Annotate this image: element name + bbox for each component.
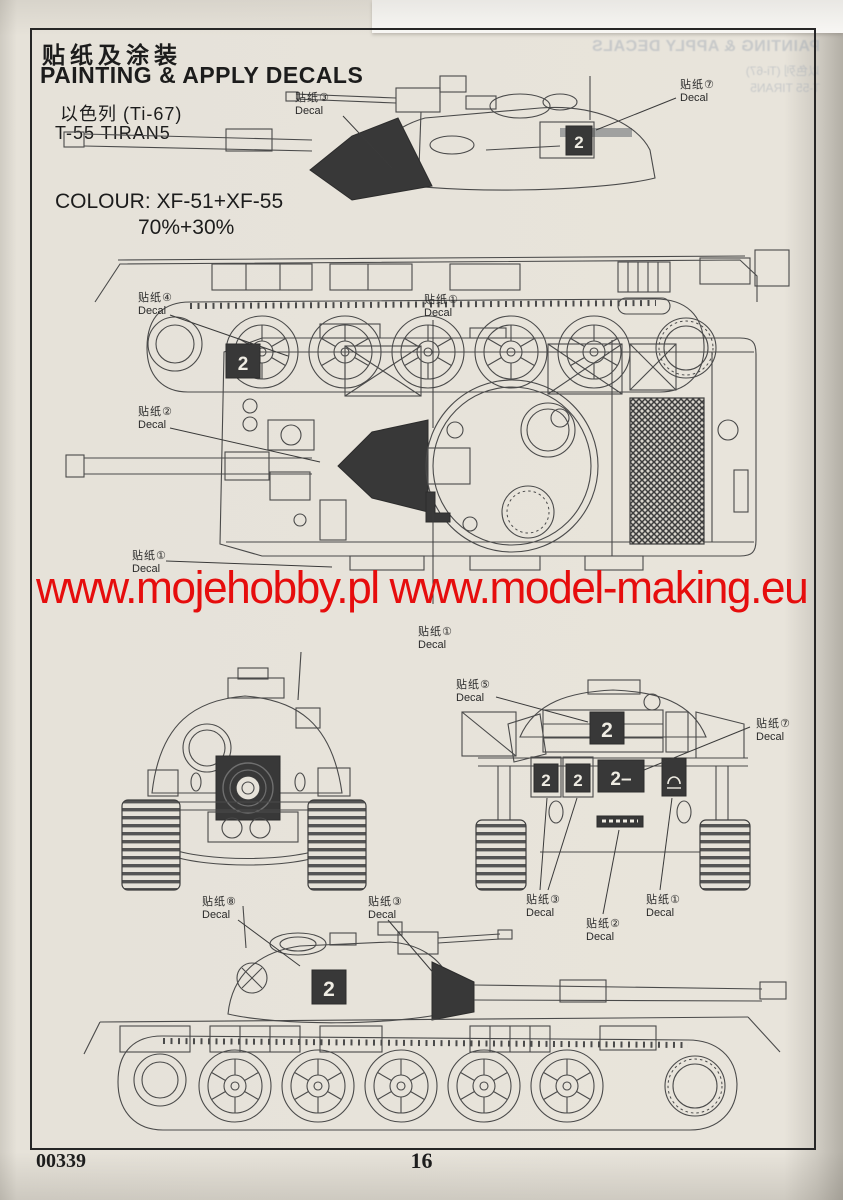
decal-number: 贴纸② xyxy=(138,406,173,418)
decal-word: Decal xyxy=(132,563,161,576)
callout-leader-lines xyxy=(165,97,751,977)
tank-side-view-top: 2 xyxy=(63,75,790,393)
decal-number: 贴纸⑧ xyxy=(202,896,237,908)
decal-number: 贴纸① xyxy=(646,894,681,906)
tank-front-view xyxy=(121,651,367,891)
plan-decal1-mark xyxy=(425,491,451,523)
decal-word: Decal xyxy=(138,305,167,318)
decal-word: Decal xyxy=(295,105,324,118)
decal-word: Decal xyxy=(680,92,709,105)
decal-number: 贴纸① xyxy=(132,550,167,562)
mantlet-cover-side-bottom xyxy=(431,961,475,1021)
mantlet-cover-plan xyxy=(337,419,429,513)
mantlet-cover-side-top xyxy=(309,117,433,201)
scan-white-strip xyxy=(372,0,843,33)
colour-mix-line1: COLOUR: XF-51+XF-55 xyxy=(55,190,284,213)
decal-word: Decal xyxy=(424,307,453,320)
decal-number: 贴纸① xyxy=(418,626,453,638)
decal-number: 贴纸⑦ xyxy=(756,718,791,730)
kit-number: 00339 xyxy=(36,1150,86,1172)
decal-word: Decal xyxy=(202,909,231,922)
tank-side-view-bottom: 2 xyxy=(83,905,787,1131)
decal-number: 贴纸① xyxy=(424,294,459,306)
tank-plan-view: 2 xyxy=(65,323,757,571)
showthrough-smudge xyxy=(560,128,632,137)
decal-number: 贴纸② xyxy=(586,918,621,930)
decal-word: Decal xyxy=(456,692,485,705)
decal-number: 贴纸⑦ xyxy=(680,79,715,91)
shop-watermark: www.mojehobby.pl www.model-making.eu xyxy=(36,562,809,613)
page-number: 16 xyxy=(410,1148,433,1173)
tank-rear-view: 2 2 2 2– xyxy=(461,679,751,891)
decal-number: 贴纸③ xyxy=(295,92,330,104)
decal-word: Decal xyxy=(586,931,615,944)
rear-drum2-number: 2 xyxy=(573,771,582,790)
decal-word: Decal xyxy=(138,419,167,432)
colour-mix-line2: 70%+30% xyxy=(138,216,235,239)
page-title-chinese: 贴纸及涂装 xyxy=(42,42,182,68)
decal-word: Decal xyxy=(418,639,447,652)
decal-word: Decal xyxy=(756,731,785,744)
decal-word: Decal xyxy=(526,907,555,920)
rear-drum1-number: 2 xyxy=(541,771,550,790)
decal-number: 贴纸④ xyxy=(138,292,173,304)
decal-number: 贴纸⑤ xyxy=(456,679,491,691)
page-title-english: PAINTING & APPLY DECALS xyxy=(40,62,364,88)
side-top-bin-number: 2 xyxy=(574,133,583,152)
plan-front-number: 2 xyxy=(238,354,249,375)
decal-word: Decal xyxy=(368,909,397,922)
page-border-frame xyxy=(30,28,816,1150)
rear-dash-number: 2– xyxy=(610,769,631,790)
side-bottom-turret-number: 2 xyxy=(323,978,335,1001)
decal-number: 贴纸③ xyxy=(368,896,403,908)
decal-number: 贴纸③ xyxy=(526,894,561,906)
decal-word: Decal xyxy=(646,907,675,920)
rear-bin-number: 2 xyxy=(601,719,613,742)
subject-chinese: 以色列 (Ti-67) xyxy=(60,104,183,124)
